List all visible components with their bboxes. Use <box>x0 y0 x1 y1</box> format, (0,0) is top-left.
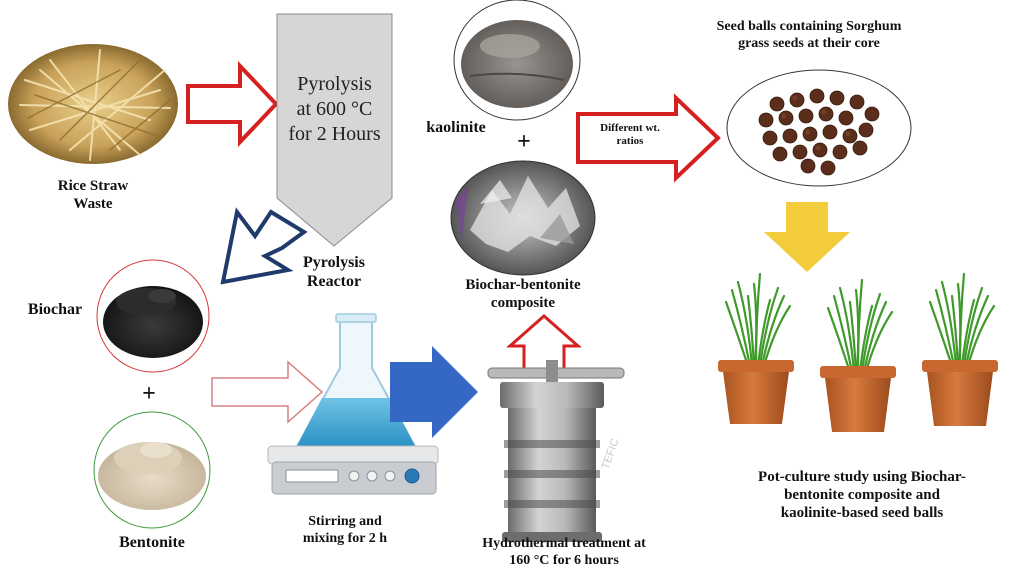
seed-balls-label: Seed balls containing Sorghum grass seed… <box>686 19 932 53</box>
potted-grass-1 <box>718 272 794 424</box>
plus-sign-right: + <box>517 129 531 155</box>
composite-sem-image <box>450 160 596 276</box>
pot-culture-line2: bentonite composite and <box>784 487 940 503</box>
potted-grass-2 <box>820 278 896 432</box>
plus-sign-left: + <box>142 381 156 407</box>
arrow-to-biochar <box>220 207 308 285</box>
arrow-to-seed-balls <box>576 93 721 183</box>
pyrolysis-reactor-label: Pyrolysis Reactor <box>284 253 384 291</box>
pyrolysis-line3: for 2 Hours <box>288 123 381 145</box>
seed-balls-image <box>726 69 912 187</box>
pot-culture-line1: Pot-culture study using Biochar- <box>758 469 966 485</box>
hydrothermal-line1: Hydrothermal treatment at <box>482 536 646 551</box>
arrow-to-stirrer <box>211 360 324 424</box>
potted-grass-3 <box>922 272 998 426</box>
pyrolysis-line1: Pyrolysis <box>297 73 372 95</box>
stirring-line1: Stirring and <box>308 514 382 529</box>
rice-straw-label-line2: Waste <box>73 196 113 212</box>
rice-straw-label: Rice Straw Waste <box>33 177 153 213</box>
kaolinite-label: kaolinite <box>426 119 486 136</box>
stirring-label: Stirring and mixing for 2 h <box>282 514 408 548</box>
autoclave-image: TEFIC <box>487 360 625 542</box>
hydrothermal-line2: 160 °C for 6 hours <box>509 552 619 568</box>
composite-label: Biochar-bentonite composite <box>446 276 600 312</box>
arrow-to-composite <box>506 313 582 372</box>
rice-straw-image <box>8 44 178 164</box>
pot-culture-line3: kaolinite-based seed balls <box>780 505 944 521</box>
pot-culture-label: Pot-culture study using Biochar- bentoni… <box>736 468 988 522</box>
rice-straw-label-line1: Rice Straw <box>57 178 129 194</box>
pyrolysis-reactor-line2: Reactor <box>306 273 362 291</box>
arrow-to-reactor <box>186 60 279 148</box>
pyrolysis-line2: at 600 °C <box>296 98 373 120</box>
ratios-line1: Different wt. <box>600 122 660 134</box>
seed-balls-line2: grass seeds at their core <box>738 35 880 51</box>
ratios-line2: ratios <box>616 135 644 148</box>
seed-balls-line1: Seed balls containing Sorghum <box>716 19 902 34</box>
arrow-to-hydrothermal <box>390 346 478 438</box>
autoclave-watermark: TEFIC <box>600 437 622 471</box>
biochar-image <box>96 259 210 373</box>
biochar-label: Biochar <box>27 301 83 318</box>
hydrothermal-label: Hydrothermal treatment at 160 °C for 6 h… <box>450 536 678 570</box>
pyrolysis-conditions: Pyrolysis at 600 °C for 2 Hours <box>277 72 392 147</box>
composite-line2: composite <box>490 295 556 311</box>
bentonite-image <box>93 411 211 529</box>
stirrer-flask-image <box>267 313 439 495</box>
ratios-label: Different wt. ratios <box>584 122 676 148</box>
stirring-line2: mixing for 2 h <box>302 530 388 546</box>
arrow-to-pots <box>764 202 850 272</box>
kaolinite-image <box>453 0 581 121</box>
composite-line1: Biochar-bentonite <box>465 277 581 293</box>
pyrolysis-reactor-shape <box>276 13 393 247</box>
pyrolysis-reactor-line1: Pyrolysis <box>303 254 365 271</box>
bentonite-label: Bentonite <box>119 534 185 551</box>
